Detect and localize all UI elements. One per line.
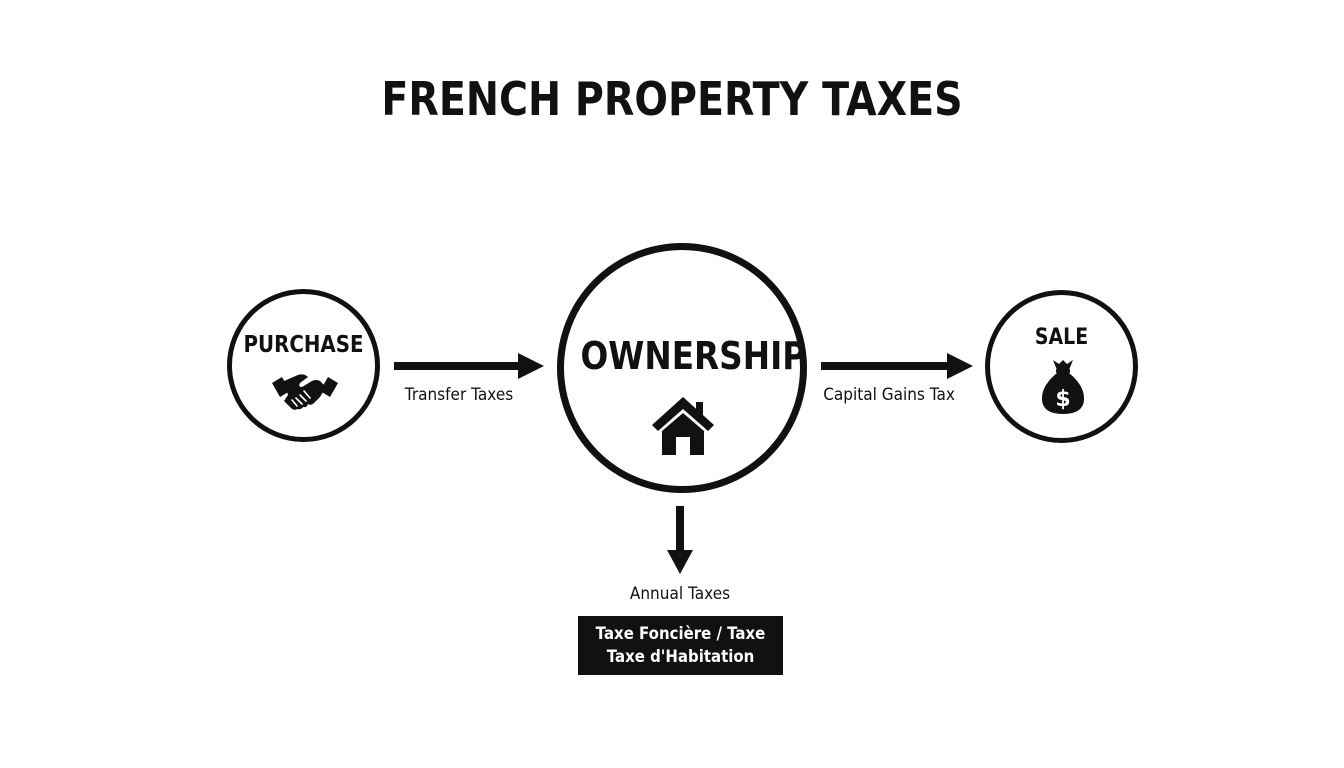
annual-tax-line-2: Taxe d'Habitation xyxy=(606,647,755,667)
arrow-ownership-to-sale xyxy=(821,353,973,379)
annual-tax-box: Taxe Foncière / Taxe Taxe d'Habitation xyxy=(578,616,783,675)
sale-label: SALE xyxy=(1034,325,1089,350)
annual-taxes-label: Annual Taxes xyxy=(629,584,731,604)
purchase-node: PURCHASE xyxy=(227,289,380,442)
handshake-icon xyxy=(272,374,338,410)
purchase-label: PURCHASE xyxy=(243,332,364,358)
transfer-taxes-label: Transfer Taxes xyxy=(404,385,514,405)
annual-tax-line-1: Taxe Foncière / Taxe xyxy=(595,624,766,644)
capital-gains-tax-label: Capital Gains Tax xyxy=(823,385,955,405)
svg-text:$: $ xyxy=(1055,387,1070,412)
ownership-node: OWNERSHIP xyxy=(557,243,807,493)
sale-node: SALE $ xyxy=(985,290,1138,443)
money-bag-icon: $ xyxy=(1041,360,1085,414)
arrow-ownership-down xyxy=(667,506,693,574)
arrow-purchase-to-ownership xyxy=(394,353,544,379)
ownership-label: OWNERSHIP xyxy=(580,334,807,378)
house-icon xyxy=(652,397,714,455)
diagram-title: FRENCH PROPERTY TAXES xyxy=(381,72,963,126)
